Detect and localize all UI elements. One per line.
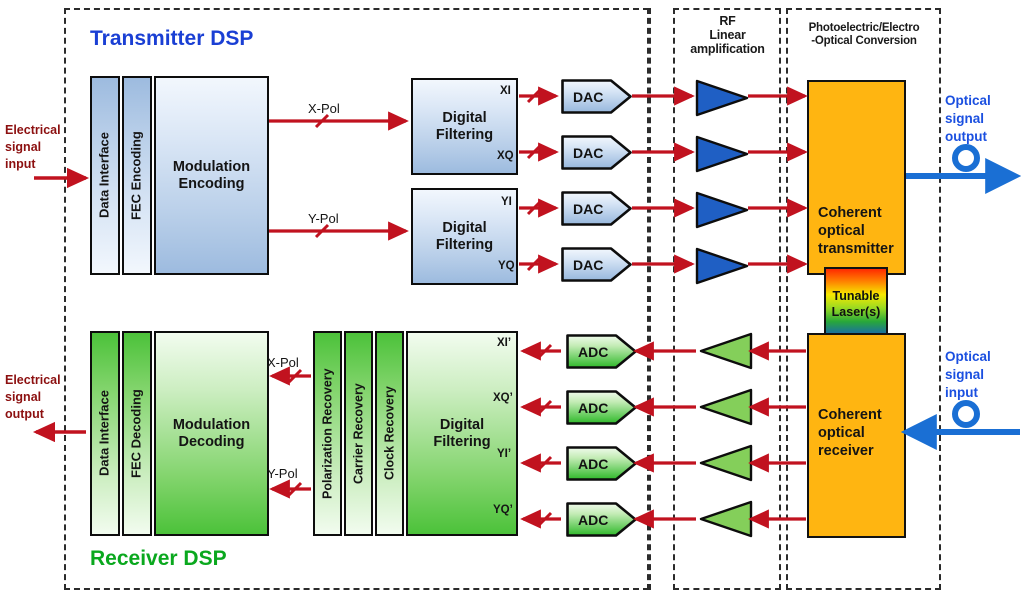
rx-df-l2: Filtering [433, 433, 491, 450]
rx-modulation-decoding-block[interactable]: Modulation Decoding [154, 331, 269, 536]
tx-digital-filtering-x-block[interactable]: Digital Filtering [411, 78, 518, 175]
rx-tap-xq-label: XQ’ [493, 392, 513, 404]
rx-carrier-recovery-block[interactable]: Carrier Recovery [344, 331, 373, 536]
cor-l1: Coherent [818, 407, 882, 423]
adc-block-xq[interactable]: ADC [565, 389, 638, 426]
rf-amplifier-2[interactable] [694, 134, 750, 174]
adc-yi-label: ADC [578, 455, 609, 472]
dsp-converter-divider [649, 8, 651, 590]
rf-amplifier-3[interactable] [694, 190, 750, 230]
dac-xq-label: DAC [573, 144, 604, 161]
rx-mod-dec-l1: Modulation [172, 416, 251, 433]
laser-l2: Laser(s) [831, 304, 881, 319]
adc-block-yi[interactable]: ADC [565, 445, 638, 482]
tx-mod-enc-l2: Encoding [178, 175, 245, 192]
tx-output-yq-label: YQ [498, 260, 515, 272]
rf-amplification-title: RF Linear amplification [675, 14, 780, 56]
rx-mod-dec-l2: Decoding [178, 433, 245, 450]
tunable-laser-block[interactable]: Tunable Laser(s) [824, 267, 888, 342]
cor-l2: optical [818, 425, 865, 441]
optical-signal-input-label: Optical signal input [945, 348, 1020, 403]
dac-yi-label: DAC [573, 200, 604, 217]
tx-output-xq-label: XQ [497, 150, 514, 162]
opt-out-l3: output [945, 129, 987, 145]
conversion-line1: Photoelectric/Electro [808, 22, 920, 34]
tx-df-x-l1: Digital [442, 109, 487, 126]
opt-out-l1: Optical [945, 93, 991, 108]
dac-block-xi[interactable]: DAC [560, 78, 633, 115]
rf-amp-line1: RF [719, 14, 736, 28]
conversion-boundary [786, 8, 941, 590]
elec-out-l1: Electrical [5, 373, 61, 387]
dsp-section-boundary [64, 8, 649, 590]
rf-amp-line2: Linear [709, 28, 746, 42]
dac-xi-label: DAC [573, 88, 604, 105]
tx-x-pol-label: X-Pol [308, 101, 340, 116]
rx-x-pol-label: X-Pol [267, 355, 299, 370]
rx-amplifier-1[interactable] [698, 331, 754, 371]
tx-modulation-encoding-block[interactable]: Modulation Encoding [154, 76, 269, 275]
tx-data-interface-block[interactable]: Data Interface [90, 76, 120, 275]
tx-digital-filtering-y-block[interactable]: Digital Filtering [411, 188, 518, 285]
opt-out-l2: signal [945, 111, 985, 127]
conversion-title: Photoelectric/Electro -Optical Conversio… [788, 22, 940, 48]
cot-l2: optical [818, 223, 865, 239]
rx-df-l1: Digital [439, 416, 485, 433]
opt-in-l2: signal [945, 367, 985, 383]
coherent-optical-receiver-block[interactable]: Coherent optical receiver [807, 333, 906, 538]
rx-digital-filtering-block[interactable]: Digital Filtering [406, 331, 518, 536]
conversion-line2: -Optical Conversion [811, 34, 917, 47]
rf-amplifier-1[interactable] [694, 78, 750, 118]
rx-tap-yi-label: YI’ [497, 448, 512, 460]
electrical-signal-output-label: Electrical signal output [5, 372, 63, 423]
dac-block-xq[interactable]: DAC [560, 134, 633, 171]
rx-data-interface-block[interactable]: Data Interface [90, 331, 120, 536]
tx-y-pol-label: Y-Pol [308, 211, 339, 226]
rx-amplifier-4[interactable] [698, 499, 754, 539]
adc-block-yq[interactable]: ADC [565, 501, 638, 538]
rx-amplifier-3[interactable] [698, 443, 754, 483]
elec-in-l1: Electrical [5, 123, 61, 137]
coherent-optical-transmitter-block[interactable]: Coherent optical transmitter [807, 80, 906, 275]
opt-in-l1: Optical [945, 349, 991, 364]
cot-l3: transmitter [818, 241, 894, 257]
adc-xq-label: ADC [578, 399, 609, 416]
tx-mod-enc-l1: Modulation [172, 158, 251, 175]
adc-xi-label: ADC [578, 343, 609, 360]
rx-polarization-recovery-block[interactable]: Polarization Recovery [313, 331, 342, 536]
transmitter-dsp-title: Transmitter DSP [90, 27, 254, 50]
elec-in-l2: signal [5, 139, 42, 154]
rx-tap-xi-label: XI’ [497, 337, 512, 349]
rx-y-pol-label: Y-Pol [267, 466, 298, 481]
laser-l1: Tunable [832, 288, 880, 303]
rf-amplification-boundary [673, 8, 781, 590]
tx-fec-encoding-block[interactable]: FEC Encoding [122, 76, 152, 275]
elec-out-l2: signal [5, 389, 42, 404]
tx-df-y-l1: Digital [442, 219, 487, 236]
dac-yq-label: DAC [573, 256, 604, 273]
rx-tap-yq-label: YQ’ [493, 504, 513, 516]
electrical-signal-input-label: Electrical signal input [5, 122, 63, 173]
elec-in-l3: input [5, 156, 36, 171]
adc-yq-label: ADC [578, 511, 609, 528]
receiver-dsp-title: Receiver DSP [90, 547, 227, 570]
tx-df-x-l2: Filtering [435, 126, 494, 143]
cor-l3: receiver [818, 443, 874, 459]
opt-in-l3: input [945, 385, 978, 401]
tx-output-xi-label: XI [500, 85, 511, 97]
rx-clock-recovery-block[interactable]: Clock Recovery [375, 331, 404, 536]
cot-l1: Coherent [818, 205, 882, 221]
tx-df-y-l2: Filtering [435, 236, 494, 253]
tx-output-yi-label: YI [501, 196, 512, 208]
adc-block-xi[interactable]: ADC [565, 333, 638, 370]
rf-amplifier-4[interactable] [694, 246, 750, 286]
optical-signal-output-label: Optical signal output [945, 92, 1020, 147]
dac-block-yq[interactable]: DAC [560, 246, 633, 283]
elec-out-l3: output [5, 406, 44, 421]
rx-amplifier-2[interactable] [698, 387, 754, 427]
rx-fec-decoding-block[interactable]: FEC Decoding [122, 331, 152, 536]
dac-block-yi[interactable]: DAC [560, 190, 633, 227]
rf-amp-line3: amplification [690, 42, 765, 56]
